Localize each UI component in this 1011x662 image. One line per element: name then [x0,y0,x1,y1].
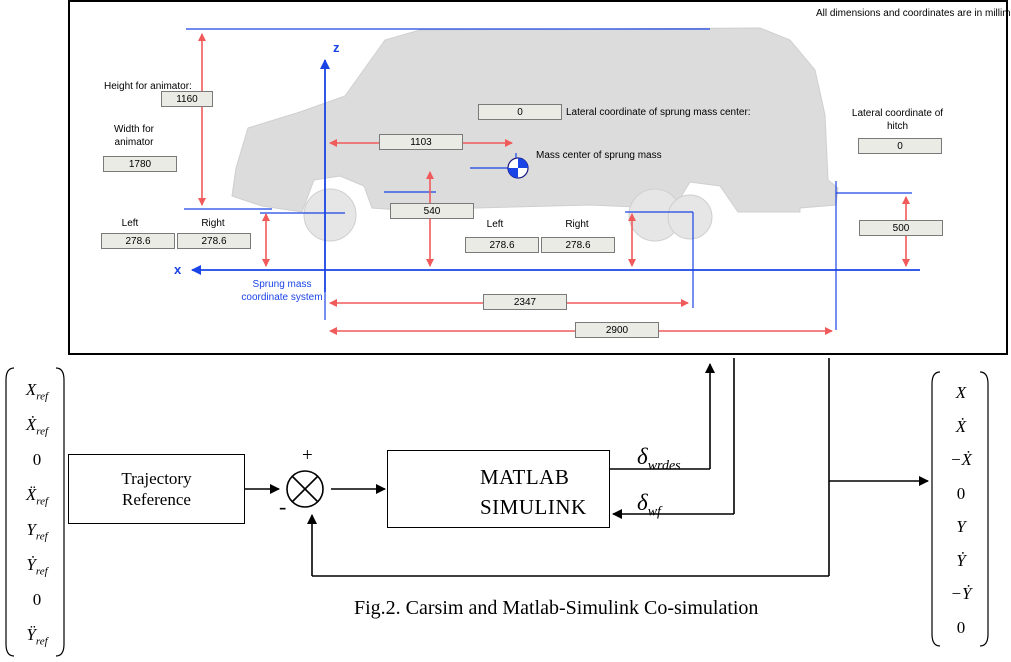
front-left-label: Left [121,218,139,229]
output-vector-entry: X [955,383,967,402]
summing-junction [286,470,324,508]
output-vector-entry: Y [956,517,966,536]
reference-vector-entry: Yref [26,520,48,543]
reference-vector-entry: Ẋref [25,415,49,438]
delta-wrdes-label: δwrdes [637,444,681,474]
signal-wiring [245,358,929,577]
cg-x-field[interactable]: 1103 [379,134,463,150]
trajectory-block-label: Trajectory Reference [121,469,192,509]
matlab-text: MATLAB [480,465,570,489]
output-vector-entry: −Ẋ [950,450,972,469]
matlab-simulink-block: MATLAB SIMULINK [387,450,610,528]
hitch-height-field[interactable]: 500 [859,220,943,236]
lateral-sprung-field[interactable]: 0 [478,104,562,120]
vehicle-silhouette [231,27,839,242]
mass-center-icon [507,157,529,179]
width-field[interactable]: 1780 [103,156,177,172]
coord-system-label: Sprung mass coordinate system [241,279,323,303]
front-right-label: Right [201,218,225,229]
reference-vector-entry: Ẍref [25,485,49,508]
vector-brackets [5,367,989,657]
reference-vector-entry: 0 [32,450,42,469]
simulink-text: SIMULINK [480,495,587,519]
height-label: Height for animator: [104,81,192,92]
reference-vector-entry: 0 [32,590,42,609]
front-left-field[interactable]: 278.6 [101,233,175,249]
output-vector-entry: 0 [956,483,966,503]
mass-center-label: Mass center of sprung mass [536,150,662,161]
units-note: All dimensions and coordinates are in mi… [816,8,1011,19]
x-axis-label: x [174,262,182,277]
cg-height-field[interactable]: 540 [390,203,474,219]
delta-wf-label: δwf [637,490,661,520]
rear-left-label: Left [486,219,504,230]
output-vector-entry: 0 [956,617,966,637]
lateral-sprung-label: Lateral coordinate of sprung mass center… [566,107,751,118]
rear-right-field[interactable]: 278.6 [541,237,615,253]
height-field[interactable]: 1160 [161,91,213,107]
z-axis-label: z [333,40,340,55]
trajectory-reference-block: Trajectory Reference [68,454,245,524]
reference-vector-entry: Xref [25,380,49,403]
rear-left-field[interactable]: 278.6 [465,237,539,253]
sum-minus-sign: - [279,494,287,519]
output-vector-entry: −Ẏ [950,584,972,603]
wheelbase-field[interactable]: 2347 [483,294,567,310]
reference-vector-entry: Ẏref [26,555,48,578]
reference-vector-entry: Ÿref [26,625,48,648]
lateral-hitch-label: Lateral coordinate of hitch [851,108,944,132]
hitch-x-field[interactable]: 2900 [575,322,659,338]
output-vector-entry: Ẏ [956,550,966,570]
lateral-hitch-field[interactable]: 0 [858,138,942,154]
rear-right-label: Right [565,219,589,230]
front-right-field[interactable]: 278.6 [177,233,251,249]
sum-plus-sign: + [302,445,313,466]
output-vector-entry: Ẋ [955,416,967,436]
figure-caption: Fig.2. Carsim and Matlab-Simulink Co-sim… [354,597,759,619]
width-label: Width for animator [113,124,154,148]
